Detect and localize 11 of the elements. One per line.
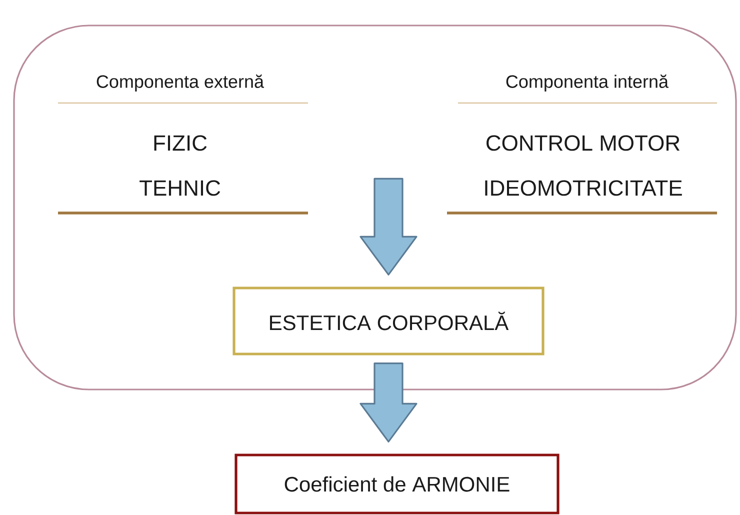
block-arrow	[360, 178, 418, 276]
item-text: CONTROL MOTOR	[486, 135, 680, 151]
item-text: TEHNIC	[140, 180, 220, 196]
column-heading: Componenta internă	[506, 74, 668, 92]
item-text: FIZIC	[154, 135, 207, 151]
process-box: ESTETICA CORPORALĂ	[232, 286, 544, 356]
result-box: Coeficient de ARMONIE	[234, 454, 560, 514]
item-text: IDEOMOTRICITATE	[485, 180, 682, 196]
rounded-frame	[13, 24, 737, 390]
column-heading: Componenta externă	[96, 74, 264, 92]
block-arrow	[360, 362, 418, 442]
